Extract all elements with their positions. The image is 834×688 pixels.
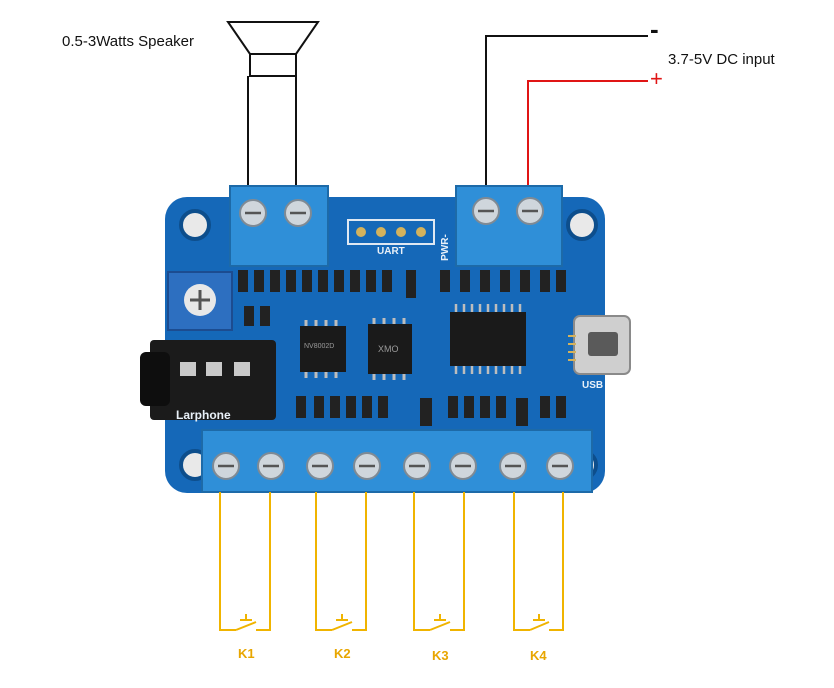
dc-terminal-block <box>455 185 563 267</box>
button-wiring <box>219 492 564 631</box>
button-k3-label: K3 <box>432 648 449 663</box>
negative-sign: - <box>650 14 659 44</box>
wire-negative <box>485 35 648 190</box>
dc-input-label: 3.7-5V DC input <box>668 51 775 68</box>
wire-positive <box>527 80 648 190</box>
button-terminal-block <box>201 429 593 493</box>
amp-chip-marking: NV8002D <box>304 343 335 350</box>
usb-label: USB <box>582 380 604 391</box>
button-k1-label: K1 <box>238 646 255 661</box>
speaker-icon <box>226 21 320 190</box>
button-k2-label: K2 <box>334 646 351 661</box>
positive-sign: + <box>650 66 663 91</box>
speaker-terminal-block <box>229 185 329 267</box>
flash-chip-marking: XMO <box>378 344 399 354</box>
button-k4-label: K4 <box>530 648 547 663</box>
uart-label: UART <box>377 246 405 257</box>
speaker-label: 0.5-3Watts Speaker <box>62 33 195 50</box>
earphone-label: Larphone <box>176 408 231 422</box>
pwr-label: PWR- <box>439 234 451 261</box>
